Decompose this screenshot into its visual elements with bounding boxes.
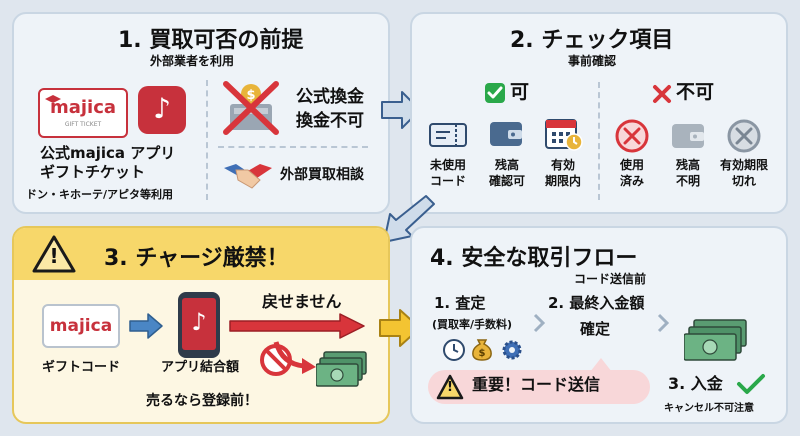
alert-text: 重要！コード送信	[472, 375, 601, 394]
money-bag-icon: $	[472, 339, 492, 361]
calendar-clock-icon	[545, 119, 583, 151]
external-buyout: 外部買取相談	[280, 167, 364, 183]
product-label-line1: 公式majica アプリ	[40, 144, 176, 162]
section1-divider-v	[206, 80, 208, 200]
svg-text:$: $	[479, 348, 486, 359]
step2-title: 2. 最終入金額	[548, 294, 645, 312]
section4-subtitle: コード送信前	[574, 272, 647, 286]
section2-title: 2. チェック項目	[510, 28, 674, 53]
warning-mark: !	[49, 244, 59, 268]
app-icon-glyph: ♪	[153, 92, 171, 125]
official-exchange-line2: 換金不可	[296, 111, 364, 131]
section3-title: 3. チャージ厳禁！	[104, 246, 289, 271]
sell-before-register: 売るなら登録前！	[146, 393, 258, 409]
ok-item-valid: 有効期限内	[544, 158, 581, 188]
alert-callout	[428, 370, 650, 404]
gift-card-caption: GIFT TICKET	[64, 121, 102, 128]
alert-warning-mark: !	[447, 380, 453, 395]
wallet-icon	[490, 122, 522, 146]
ticket-icon	[429, 123, 467, 147]
section1-title: 1. 買取可否の前提	[118, 28, 304, 53]
cash-stack-icon	[316, 351, 367, 387]
ng-cross-icon	[653, 85, 671, 103]
step1-title: 1. 査定	[434, 294, 486, 312]
gift-code-label: ギフトコード	[41, 360, 120, 375]
section1-subtitle: 外部業者を利用	[150, 54, 235, 68]
no-return-label: 戻せません	[262, 292, 342, 311]
ng-item-balance-unknown: 残高不明	[675, 158, 700, 188]
product-label-line2: ギフトチケット	[40, 163, 146, 181]
unknown-wallet-icon	[672, 124, 704, 148]
arrow-to-app	[129, 313, 163, 339]
ok-check-icon	[485, 83, 505, 103]
section2-subtitle: 事前確認	[568, 54, 617, 68]
checkmark-icon	[737, 374, 765, 394]
step1-detail: (買取率/手数料)	[432, 318, 513, 331]
ok-heading: 可	[510, 81, 530, 103]
ok-item-unused: 未使用コード	[429, 158, 466, 188]
alert-warning-icon	[436, 374, 464, 400]
phone-screen: ♪	[182, 298, 216, 350]
gift-card-icon: majica GIFT TICKET	[38, 88, 128, 138]
ng-item-used: 使用済み	[619, 158, 644, 188]
chevron-right-icon	[657, 313, 670, 333]
step2-confirm: 確定	[580, 320, 611, 338]
handshake-icon	[224, 164, 272, 189]
gift-code-card-icon: majica	[42, 304, 120, 348]
svg-text:$: $	[246, 88, 255, 103]
expired-icon	[727, 119, 761, 153]
clock-icon	[443, 339, 465, 361]
ng-heading: 不可	[676, 81, 715, 103]
arrow-to-section3	[383, 195, 435, 243]
card-brand: majica	[49, 316, 113, 336]
section3-header-band	[14, 228, 388, 280]
store-list: ドン・キホーテ/アピタ等利用	[26, 188, 174, 201]
step3-note: キャンセル不可注意	[664, 403, 754, 414]
warning-triangle-icon	[32, 235, 76, 273]
phone-app-icon: ♪	[178, 292, 220, 358]
ribbon-icon	[45, 95, 61, 103]
curved-arrow-icon	[273, 341, 316, 374]
gear-icon	[502, 340, 522, 360]
callout-pointer	[590, 358, 612, 372]
used-prohibited-icon	[615, 119, 649, 153]
majica-app-icon: ♪	[138, 86, 186, 134]
step3-title: 3. 入金	[668, 374, 723, 393]
red-arrow-icon	[229, 313, 365, 339]
no-register-icon: $	[223, 81, 279, 135]
app-combined-label: アプリ結合額	[160, 360, 239, 375]
ok-item-balance: 残高確認可	[488, 158, 525, 188]
phone-app-glyph: ♪	[191, 308, 207, 336]
ng-item-expired: 有効期限切れ	[719, 158, 768, 188]
section1-divider-h	[218, 146, 368, 148]
official-exchange-line1: 公式換金	[296, 87, 364, 107]
money-stack-icon	[684, 319, 747, 361]
section4-title: 4. 安全な取引フロー	[430, 246, 638, 271]
chevron-right-icon	[533, 313, 546, 333]
gift-card-brand: majica	[49, 97, 117, 118]
section2-divider	[598, 82, 600, 200]
